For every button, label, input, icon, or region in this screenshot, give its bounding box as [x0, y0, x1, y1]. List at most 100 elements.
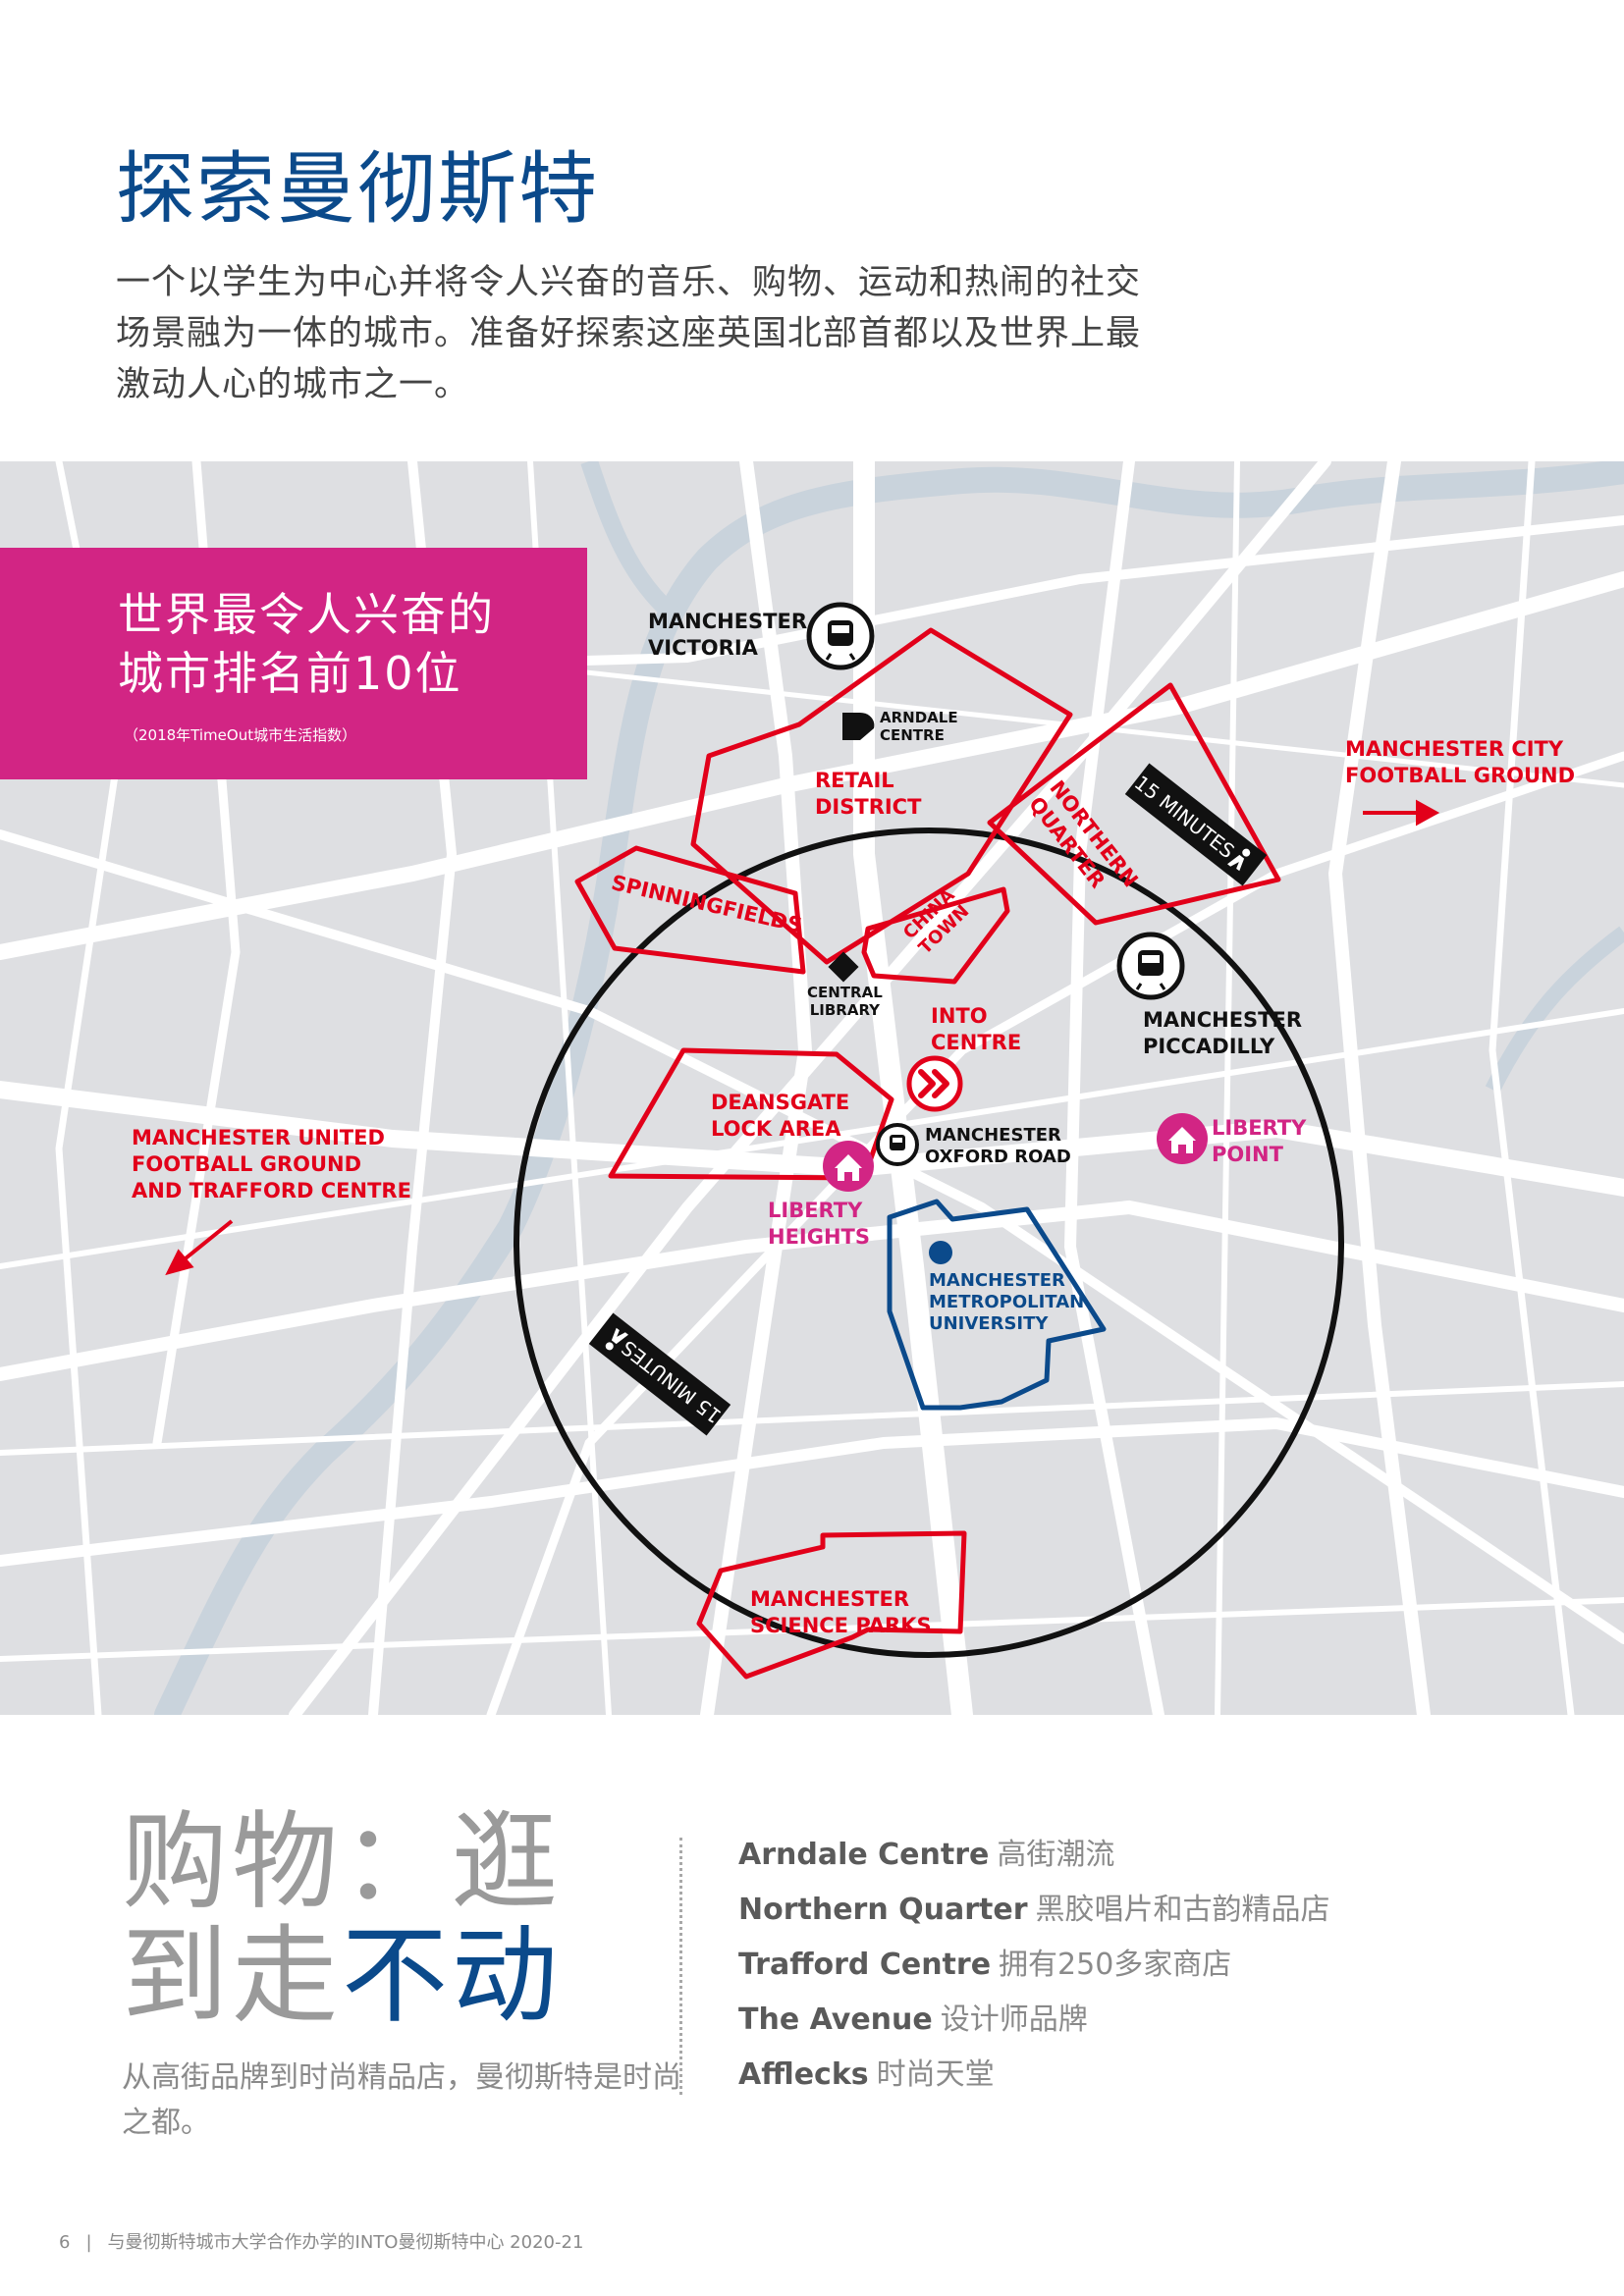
shop-description: 黑胶唱片和古韵精品店	[1035, 1893, 1330, 1927]
arrow-icon	[165, 1219, 234, 1276]
label-line: INTO	[931, 1004, 988, 1028]
label-line: FOOTBALL GROUND	[1345, 764, 1576, 787]
mmu-outline	[887, 1199, 1107, 1411]
label-line: MANCHESTER	[929, 1270, 1065, 1291]
chinatown-outline	[861, 886, 1010, 985]
label-line: HEIGHTS	[768, 1225, 870, 1249]
label-line: LIBERTY	[768, 1199, 863, 1222]
label-line: MANCHESTER UNITED	[132, 1126, 385, 1149]
home-icon	[1157, 1113, 1208, 1164]
ranking-line-1: 世界最令人兴奋的	[118, 588, 495, 641]
ranking-banner: 世界最令人兴奋的 城市排名前10位 （2018年TimeOut城市生活指数）	[0, 548, 587, 779]
label-line: LOCK AREA	[711, 1117, 841, 1141]
label-line: MANCHESTER	[648, 610, 808, 633]
label-line: POINT	[1212, 1143, 1283, 1166]
label-line: PICCADILLY	[1143, 1035, 1275, 1058]
label-line: CENTRE	[931, 1031, 1022, 1054]
label-manchester-piccadilly: MANCHESTER PICCADILLY	[1143, 1007, 1302, 1060]
label-manchester-united-ground: MANCHESTER UNITED FOOTBALL GROUND AND TR…	[132, 1125, 411, 1204]
road-network	[0, 461, 1624, 1715]
walking-person-icon	[1227, 848, 1251, 872]
arndale-marker-icon	[842, 713, 875, 740]
label-line: RETAIL	[815, 769, 894, 792]
label-line: VICTORIA	[648, 636, 758, 660]
label-into-centre: INTO CENTRE	[931, 1003, 1021, 1056]
label-manchester-city-ground: MANCHESTER CITY FOOTBALL GROUND	[1345, 736, 1575, 789]
page-title: 探索曼彻斯特	[116, 143, 599, 235]
label-arndale-centre: ARNDALE CENTRE	[880, 709, 958, 744]
label-central-library: CENTRAL LIBRARY	[807, 984, 883, 1019]
label-liberty-heights: LIBERTY HEIGHTS	[768, 1198, 870, 1251]
label-line: DEANSGATE	[711, 1091, 850, 1114]
label-line: MANCHESTER CITY	[1345, 737, 1564, 761]
page-number: 6	[59, 2232, 71, 2253]
label-line: ARNDALE	[880, 709, 958, 726]
label-line: LIBERTY	[1212, 1116, 1307, 1140]
footer-text: 与曼彻斯特城市大学合作办学的INTO曼彻斯特中心 2020-21	[107, 2232, 584, 2253]
shopping-heading-line-2: 到走不动	[122, 1920, 562, 2034]
footer-separator: |	[85, 2232, 92, 2253]
label-deansgate-lock-area: DEANSGATE LOCK AREA	[711, 1090, 849, 1143]
northern-quarter-outline	[987, 682, 1281, 926]
page-footer: 6 | 与曼彻斯特城市大学合作办学的INTO曼彻斯特中心 2020-21	[59, 2228, 583, 2254]
river	[580, 461, 683, 626]
map-graphic: 15 MINUTES 15 MINUTES	[0, 461, 1624, 1715]
shop-name: Northern Quarter	[738, 1893, 1028, 1927]
walk-badge	[588, 1312, 731, 1436]
train-icon	[876, 1123, 919, 1166]
shopping-heading-blue: 不动	[342, 1915, 563, 2038]
shop-description: 设计师品牌	[940, 2002, 1088, 2037]
label-mmu: MANCHESTER METROPOLITAN UNIVERSITY	[929, 1270, 1084, 1335]
city-map: 15 MINUTES 15 MINUTES 世界最令人兴奋的 城市排名前10位 …	[0, 461, 1624, 1715]
shopping-subtitle: 从高街品牌到时尚精品店，曼彻斯特是时尚之都。	[122, 2060, 681, 2140]
river	[1485, 926, 1624, 1094]
university-dot-icon	[929, 1241, 952, 1264]
label-manchester-victoria: MANCHESTER VICTORIA	[648, 609, 807, 662]
label-line: UNIVERSITY	[929, 1313, 1049, 1334]
shopping-heading: 购物：逛 到走不动	[122, 1806, 562, 2034]
label-liberty-point: LIBERTY POINT	[1212, 1115, 1306, 1168]
shopping-heading-line-1: 购物：逛	[122, 1801, 563, 1924]
label-line: MANCHESTER	[925, 1125, 1061, 1146]
label-line: AND TRAFFORD CENTRE	[132, 1179, 411, 1202]
shop-description: 时尚天堂	[876, 2057, 995, 2092]
shopping-heading-grey: 到走	[122, 1915, 343, 2038]
dotted-divider	[679, 1838, 682, 2095]
ranking-source-note: （2018年TimeOut城市生活指数）	[124, 726, 357, 744]
intro-paragraph: 一个以学生为中心并将令人兴奋的音乐、购物、运动和热闹的社交场景融为一体的城市。准…	[116, 263, 1142, 404]
shop-name: Afflecks	[738, 2057, 869, 2092]
into-chevron-icon	[906, 1055, 963, 1112]
shop-name: Arndale Centre	[738, 1838, 990, 1872]
label-line: MANCHESTER	[1143, 1008, 1303, 1032]
shop-description: 拥有250多家商店	[999, 1948, 1232, 1982]
label-line: SCIENCE PARKS	[750, 1614, 932, 1637]
ranking-heading: 世界最令人兴奋的 城市排名前10位	[118, 585, 495, 703]
walking-person-icon	[605, 1327, 628, 1351]
label-line: CENTRE	[880, 726, 945, 744]
science-parks-outline	[696, 1530, 967, 1680]
arrow-icon	[1363, 799, 1440, 827]
ranking-line-2: 城市排名前10位	[118, 647, 462, 700]
label-science-parks: MANCHESTER SCIENCE PARKS	[750, 1586, 932, 1639]
shop-name: Trafford Centre	[738, 1948, 992, 1982]
label-line: FOOTBALL GROUND	[132, 1152, 362, 1176]
label-retail-district: RETAIL DISTRICT	[815, 768, 921, 821]
walk-time-label: 15 MINUTES	[1130, 771, 1239, 863]
retail-district-outline	[690, 627, 1073, 965]
label-line: OXFORD ROAD	[925, 1147, 1071, 1167]
label-line: MANCHESTER	[750, 1587, 910, 1611]
shop-name: The Avenue	[738, 2002, 933, 2037]
walk-time-label: 15 MINUTES	[617, 1336, 726, 1428]
home-icon	[823, 1141, 874, 1192]
train-icon	[806, 602, 875, 670]
walk-badge	[1124, 763, 1268, 886]
walking-radius-circle	[514, 828, 1344, 1658]
label-line: DISTRICT	[815, 795, 922, 819]
label-manchester-oxford-road: MANCHESTER OXFORD ROAD	[925, 1125, 1071, 1168]
